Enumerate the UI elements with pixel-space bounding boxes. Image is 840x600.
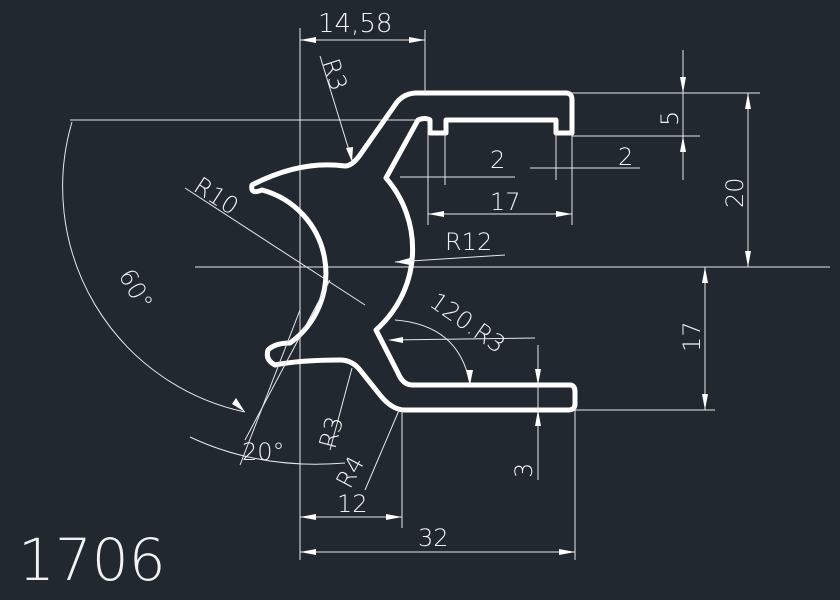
- reference-lines: [70, 28, 830, 560]
- dim-r3-top: R3: [316, 55, 353, 94]
- dim-base-thickness: 3: [510, 463, 538, 478]
- dim-r3-bottom: R3: [314, 413, 349, 451]
- dim-angle-20: 20°: [242, 438, 285, 466]
- dim-bottom-height: 17: [678, 321, 706, 352]
- arrowheads: [232, 37, 751, 555]
- part-number: 1706: [18, 526, 166, 594]
- dim-angle-120-r3: 120.R3: [425, 287, 511, 359]
- dim-slot-a: 2: [490, 146, 505, 174]
- dim-r12: R12: [445, 228, 492, 256]
- dim-top-width: 14,58: [318, 9, 392, 39]
- dim-r10: R10: [189, 172, 244, 221]
- dim-angle-60: 60°: [113, 264, 159, 315]
- dimension-labels: 14,58 R3 R10 R12 2 2 17 5 20 60° 120.R3 …: [113, 9, 749, 552]
- dim-top-height: 20: [721, 177, 749, 208]
- dim-offset-12: 12: [337, 490, 368, 518]
- dim-inner-width: 17: [490, 188, 521, 216]
- dim-slot-b: 2: [618, 143, 633, 171]
- dim-total-width: 32: [418, 524, 449, 552]
- dimension-lines: [62, 30, 760, 560]
- dim-r4: R4: [331, 451, 371, 492]
- dim-flange-thickness: 5: [656, 111, 684, 126]
